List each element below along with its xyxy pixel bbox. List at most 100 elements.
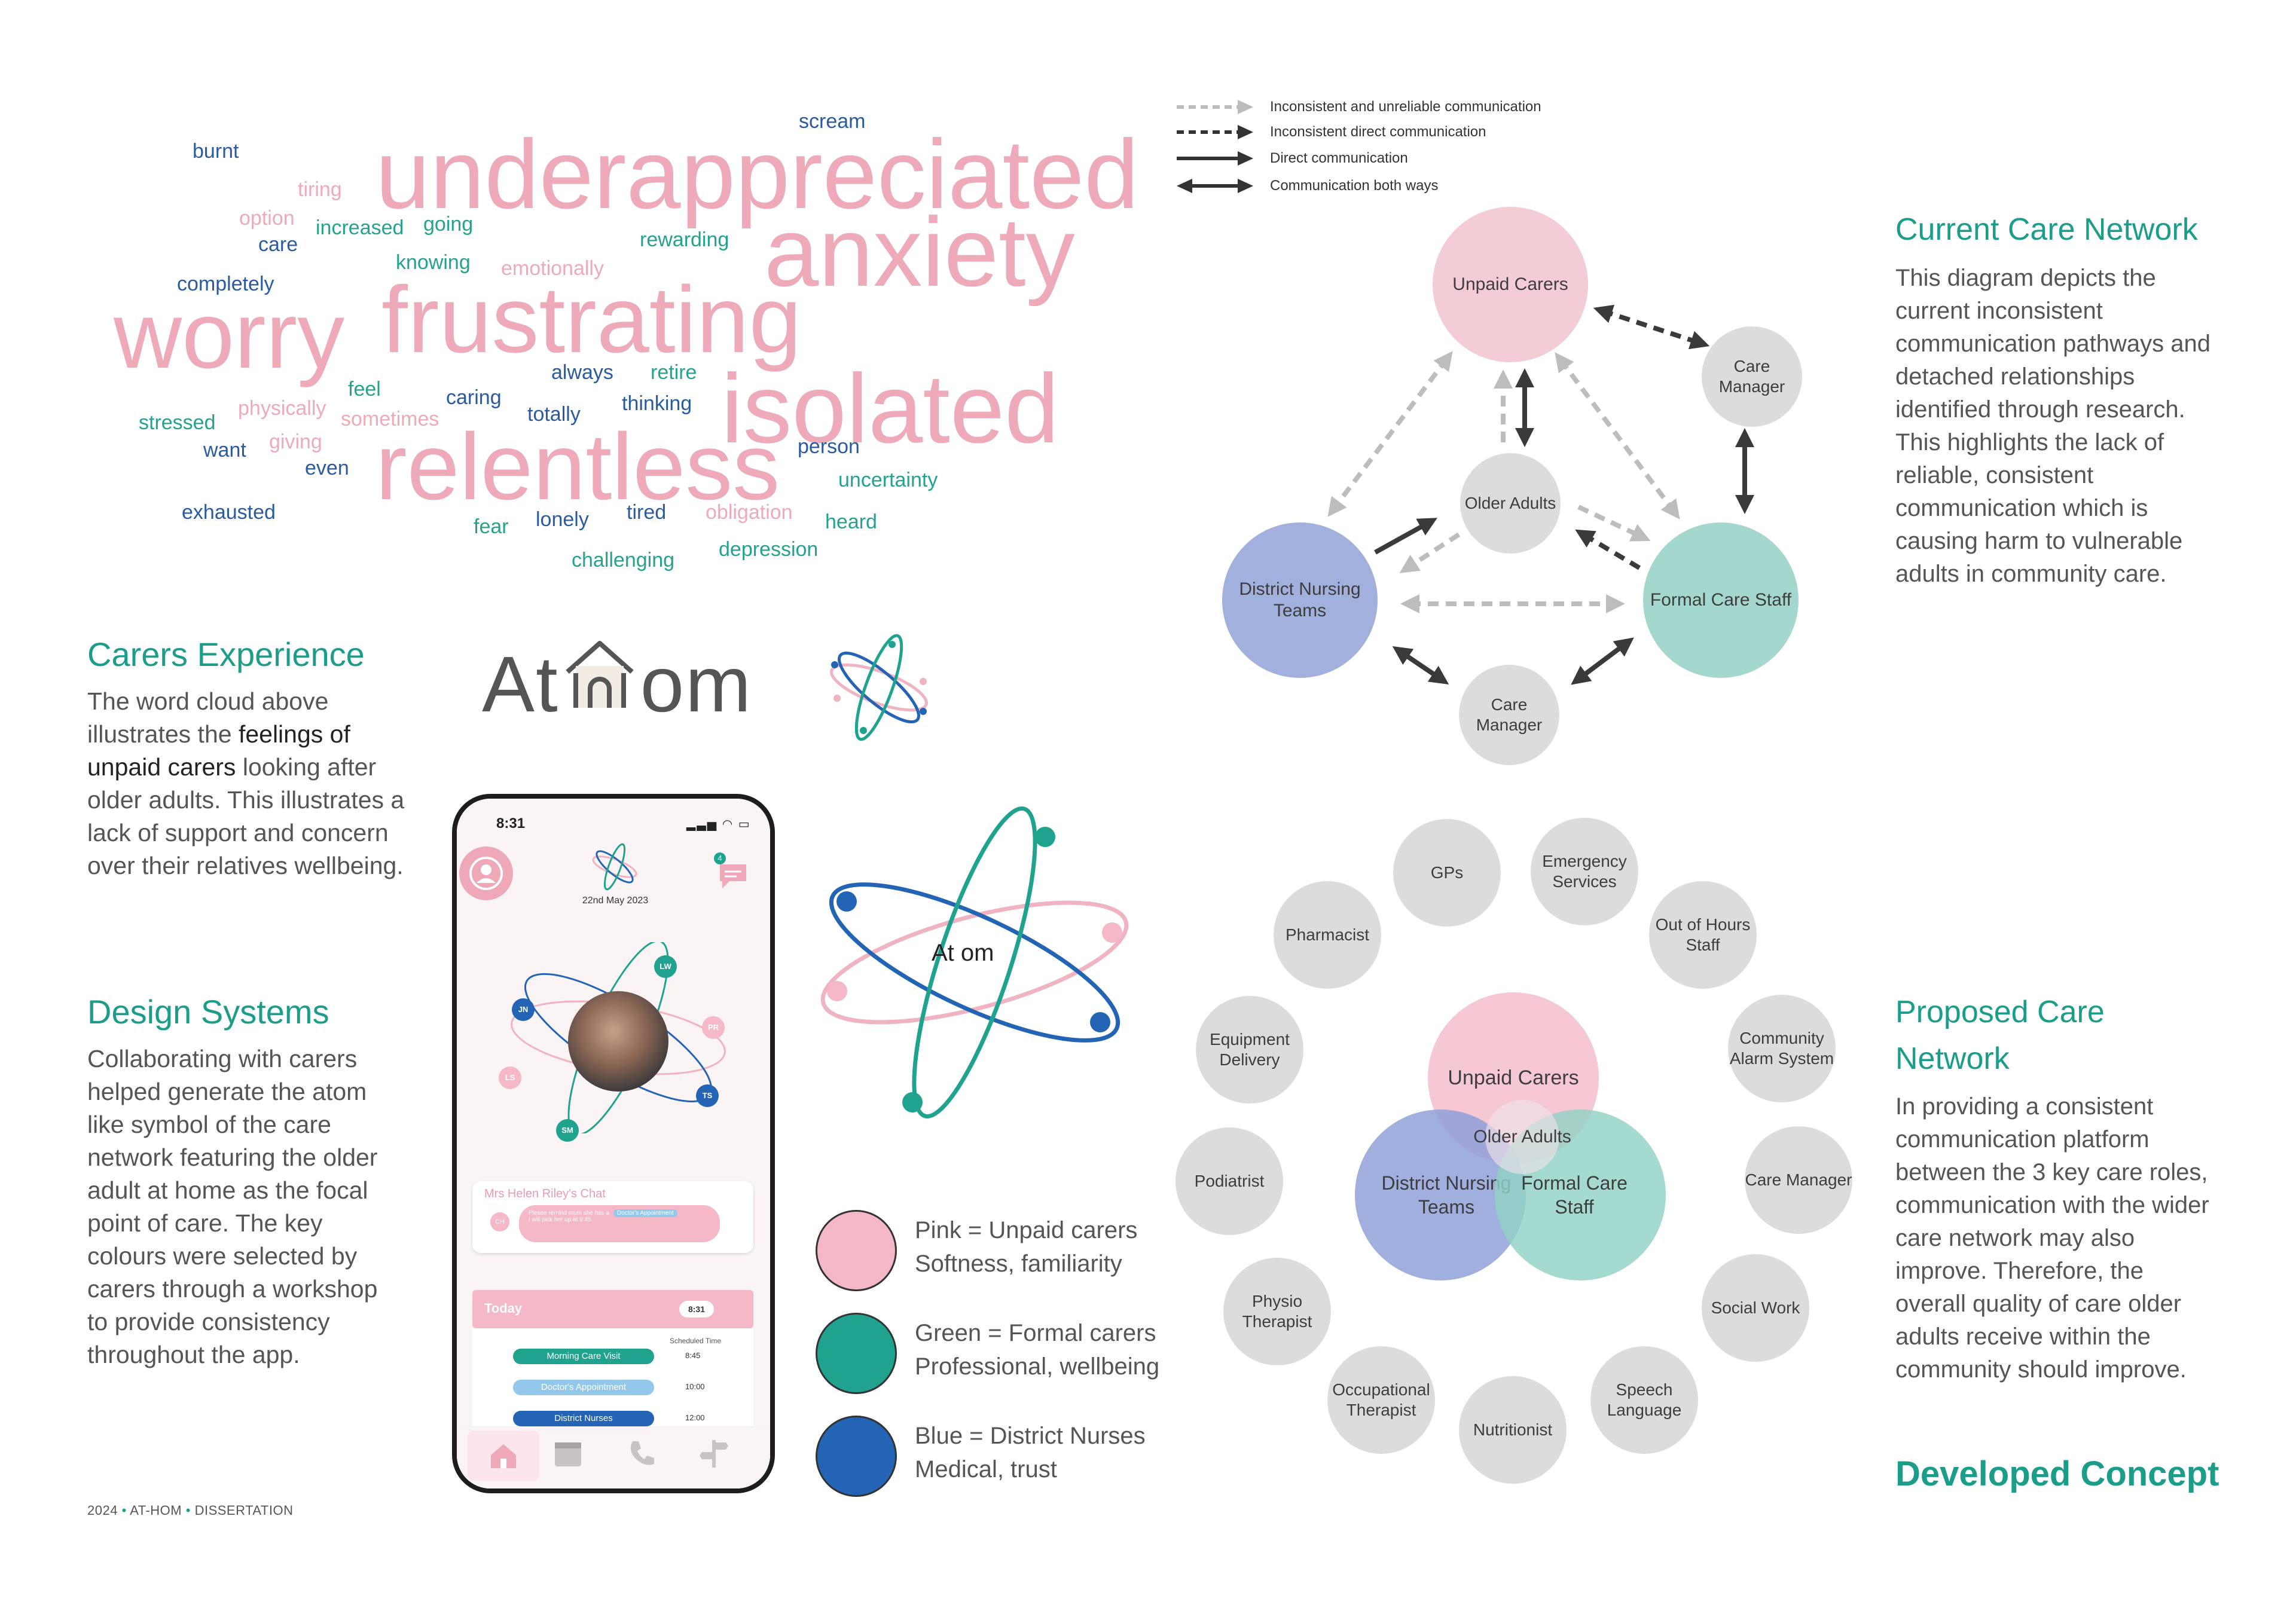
carer-avatar[interactable]: JN [512, 998, 535, 1021]
double-arrow-icon [1177, 179, 1253, 193]
word: lonely [536, 508, 589, 531]
word: challenging [572, 549, 675, 571]
word: tiring [298, 178, 342, 201]
word: exhausted [182, 501, 276, 524]
schedule-item[interactable]: Doctor's Appointment [513, 1380, 654, 1395]
ring-node: Physio Therapist [1223, 1258, 1331, 1365]
nav-home-button[interactable] [468, 1431, 539, 1481]
legend-label: Inconsistent and unreliable communicatio… [1270, 99, 1541, 115]
chat-avatar: CH [490, 1212, 509, 1231]
calendar-icon [555, 1442, 581, 1466]
logo-text-prefix: At [482, 640, 559, 728]
ring-node: Occupational Therapist [1327, 1346, 1435, 1454]
current-network-heading: Current Care Network [1895, 212, 2198, 247]
word: totally [527, 403, 581, 426]
house-icon [566, 641, 634, 708]
text-emphasis: feelings of unpaid carers [87, 720, 350, 781]
developed-concept-heading: Developed Concept [1895, 1454, 2219, 1493]
key-line-2: Softness, familiarity [915, 1251, 1122, 1277]
chat-title: Mrs Helen Riley's Chat [484, 1187, 606, 1200]
app-atom-icon [592, 843, 637, 891]
word: depression [719, 538, 819, 561]
node-unpaid-carers: Unpaid Carers [1433, 207, 1588, 362]
word: even [305, 457, 349, 479]
today-label: Today [484, 1301, 523, 1316]
current-network-arrows [1327, 304, 1754, 685]
atom-center-text: At om [932, 940, 994, 966]
ring-node: Emergency Services [1531, 818, 1638, 925]
atom-orbits [820, 806, 1129, 1118]
chat-tag: Doctor's Appointment [613, 1209, 677, 1217]
word: completely [177, 273, 274, 295]
legend-label: Inconsistent direct communication [1270, 124, 1486, 140]
status-time: 8:31 [496, 815, 526, 832]
chat-bubble-icon [720, 864, 746, 888]
bottom-nav [457, 1426, 770, 1488]
green-swatch [816, 1313, 897, 1394]
venn-formal-care: Formal Care Staff [1495, 1109, 1666, 1280]
design-systems-text: Collaborating with carers helped generat… [87, 1045, 378, 1368]
carer-avatar[interactable]: PR [702, 1016, 725, 1039]
word: sometimes [341, 408, 439, 430]
text-segment: The word cloud above illustrates the [87, 687, 329, 748]
ring-node: Care Manager [1745, 1126, 1852, 1234]
word: person [798, 435, 860, 458]
legend-row: Direct communication [1174, 149, 1408, 167]
word: rewarding [640, 228, 729, 251]
word: emotionally [501, 257, 604, 280]
status-icons: ▂▃▅ ◠ ▭ [686, 818, 751, 831]
carer-avatar[interactable]: LS [499, 1066, 521, 1089]
messages-button[interactable]: 4 [714, 852, 751, 892]
venn-older-adults: Older Adults [1473, 1100, 1571, 1174]
word: underappreciated [375, 120, 1139, 229]
ring-node: Pharmacist [1274, 881, 1381, 989]
word: thinking [622, 392, 692, 415]
logo-text-suffix: om [640, 640, 753, 728]
profile-avatar-button[interactable] [459, 846, 513, 900]
today-bar[interactable]: Today 8:31 [472, 1290, 753, 1328]
ring-node: Out of Hours Staff [1649, 881, 1757, 989]
word-cloud: underappreciated anxiety worry frustrati… [90, 90, 1139, 586]
carer-avatar[interactable]: LW [654, 955, 677, 978]
footer-dot: • [121, 1503, 127, 1518]
solid-arrow-icon [1177, 151, 1253, 166]
dashed-arrow-dark-icon [1177, 125, 1253, 139]
user-icon [469, 857, 503, 890]
word: care [258, 233, 298, 256]
word: caring [446, 386, 502, 409]
nav-directions-button[interactable] [698, 1438, 729, 1472]
proposed-network-heading: Proposed Care Network [1895, 995, 2105, 1076]
chat-message-2: I will pick her up at 9:45. [529, 1217, 593, 1223]
node-care-manager-bottom: Care Manager [1459, 665, 1559, 765]
word: frustrating [381, 267, 802, 372]
nav-calendar-button[interactable] [552, 1438, 584, 1472]
older-adult-photo[interactable] [568, 991, 668, 1092]
carer-avatar[interactable]: SM [556, 1119, 579, 1142]
carer-avatar[interactable]: TS [696, 1084, 719, 1107]
word: uncertainty [838, 469, 938, 491]
legend-label: Communication both ways [1270, 178, 1439, 194]
word: worry [114, 283, 345, 388]
blue-swatch [816, 1416, 897, 1497]
venn-label: Unpaid Carers [1448, 1066, 1579, 1089]
word: physically [238, 397, 326, 420]
schedule-item[interactable]: Morning Care Visit [513, 1349, 654, 1364]
schedule-item[interactable]: District Nurses [513, 1411, 654, 1426]
chat-card[interactable]: Mrs Helen Riley's Chat CH Please remind … [472, 1181, 753, 1253]
word: anxiety [764, 197, 1075, 307]
word: burnt [193, 140, 239, 163]
footer-name: AT-HOM [130, 1503, 182, 1518]
nav-phone-button[interactable] [627, 1438, 658, 1472]
word: fear [474, 515, 509, 538]
node-older-adults: Older Adults [1460, 453, 1561, 554]
current-network-text: This diagram depicts the current inconsi… [1895, 265, 2210, 587]
notification-badge: 4 [714, 852, 726, 864]
ring-node: GPs [1393, 819, 1501, 927]
word: stressed [139, 411, 216, 434]
legend-row: Inconsistent direct communication [1174, 123, 1486, 141]
ring-node: Equipment Delivery [1196, 996, 1303, 1104]
today-time: 8:31 [679, 1301, 714, 1318]
venn-label: District Nursing Teams [1381, 1172, 1512, 1218]
